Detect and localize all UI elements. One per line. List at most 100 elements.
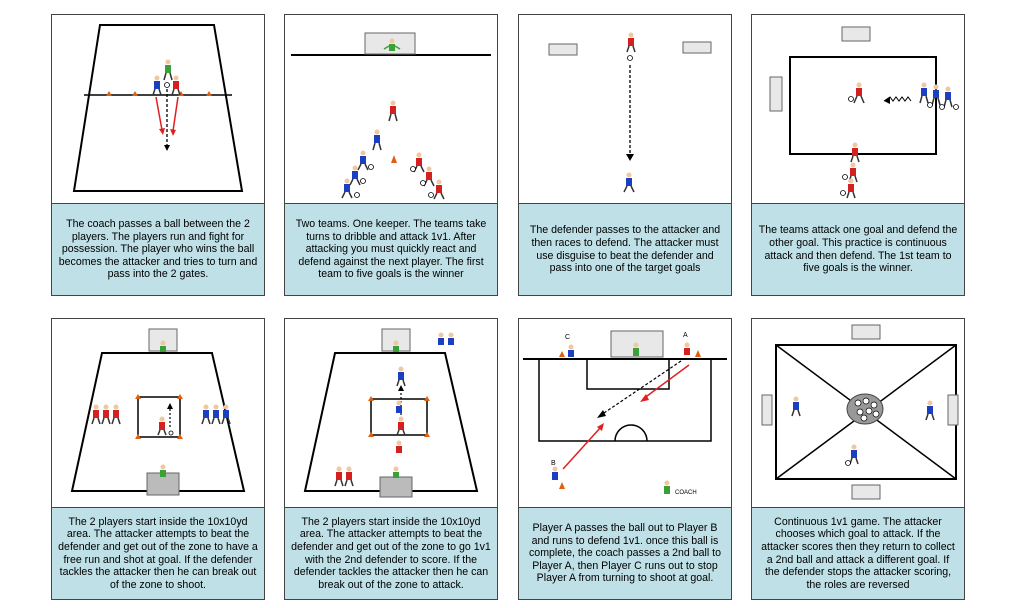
blue-player-bottom: [849, 444, 859, 465]
player-b: [552, 466, 558, 480]
run-arrow-head: [597, 423, 604, 431]
drill-caption-2: Two teams. One keeper. The teams take tu…: [284, 204, 498, 296]
pitch-8-svg: [761, 324, 959, 500]
drill-diagram-3: [518, 14, 732, 204]
drill-diagram-2: [284, 14, 498, 204]
drill-diagram-1: [51, 14, 265, 204]
blue-attacker: [396, 400, 402, 413]
drill-diagram-6: [284, 318, 498, 508]
dribble-arrow-head: [884, 97, 890, 104]
caption-text: Continuous 1v1 game. The attacker choose…: [761, 515, 955, 591]
caption-text: The defender passes to the attacker and …: [529, 224, 721, 275]
goal-left: [761, 394, 773, 426]
player-a: [684, 342, 690, 355]
drill-caption-5: The 2 players start inside the 10x10yd a…: [51, 508, 265, 600]
keeper-bottom: [160, 464, 166, 477]
blue-team-queue: [919, 82, 959, 110]
player-a-label: A: [683, 332, 688, 339]
zone-10x10: [370, 398, 428, 436]
run-arrow-head: [640, 394, 649, 402]
drill-diagram-7: C A B COACH: [518, 318, 732, 508]
run-arrow-b: [562, 426, 602, 470]
caption-text: The 2 players start inside the 10x10yd a…: [58, 515, 258, 591]
player-c-label: C: [565, 334, 570, 341]
red-team-queue: [91, 404, 121, 425]
zone-cones: [368, 396, 430, 437]
pass-arrow-head: [164, 145, 170, 151]
pass-arrow: [600, 360, 682, 416]
pitch-7-svg: C A B COACH: [523, 330, 727, 496]
blue-attacker: [623, 172, 635, 193]
caption-text: The coach passes a ball between the 2 pl…: [58, 218, 258, 281]
red-player: [388, 100, 398, 122]
zone-10x10: [137, 396, 181, 438]
pass-arrow-head: [626, 154, 634, 161]
ball: [848, 96, 854, 102]
cone-c: [559, 351, 565, 357]
blue-team-queue: [201, 404, 231, 425]
pass-arrow-head: [597, 410, 606, 418]
drill-caption-4: The teams attack one goal and defend the…: [751, 204, 965, 296]
run-arrow-a: [642, 364, 690, 400]
attack-arrow-head: [398, 385, 404, 391]
blue-pair-top: [438, 332, 454, 345]
run-arrow-head: [159, 128, 165, 135]
drill-caption-8: Continuous 1v1 game. The attacker choose…: [751, 508, 965, 600]
coach-label: COACH: [675, 490, 697, 496]
player-c: [568, 344, 574, 357]
goal-left: [769, 76, 783, 112]
red-team-queue: [410, 152, 445, 200]
keeper-bottom: [393, 466, 399, 478]
zone-cones: [135, 394, 183, 439]
cone: [391, 155, 397, 163]
red-player: [157, 416, 167, 436]
caption-text: Player A passes the ball out to Player B…: [529, 522, 721, 585]
caption-text: Two teams. One keeper. The teams take tu…: [295, 218, 487, 281]
pitch-6-svg: [303, 328, 479, 498]
pitch-outline: [72, 24, 244, 192]
blue-team-queue: [341, 150, 374, 199]
red-player: [853, 82, 865, 104]
blue-player: [372, 129, 382, 151]
red-player: [171, 75, 181, 96]
drill-caption-3: The defender passes to the attacker and …: [518, 204, 732, 296]
pitch-outline: [70, 352, 246, 492]
keeper-figure: [163, 59, 173, 81]
red-defender: [626, 32, 636, 53]
pitch-outline: [789, 56, 937, 155]
red-team-queue: [334, 466, 354, 487]
penalty-box: [538, 358, 712, 442]
pitch-5-svg: [70, 328, 246, 496]
ball: [845, 460, 851, 466]
red-player-lower: [396, 440, 402, 453]
blue-defender-2: [396, 366, 406, 387]
caption-text: The teams attack one goal and defend the…: [758, 224, 958, 275]
keeper-top: [393, 340, 399, 352]
keeper-figure: [633, 342, 639, 356]
goal-bottom: [851, 484, 881, 500]
ball-pool-balls: [854, 397, 880, 422]
target-goal-left: [548, 43, 578, 56]
goal-top: [851, 324, 881, 340]
drill-caption-7: Player A passes the ball out to Player B…: [518, 508, 732, 600]
run-arrow-head: [170, 129, 176, 136]
cone-a: [695, 350, 701, 357]
drill-diagram-8: [751, 318, 965, 508]
goal-top: [841, 26, 871, 42]
blue-player: [152, 75, 162, 96]
ball: [168, 430, 174, 436]
red-team-queue: [840, 142, 860, 199]
goal-right: [947, 394, 959, 426]
red-defender: [396, 416, 406, 436]
cone-b: [559, 482, 565, 489]
run-arrow-red: [172, 96, 179, 132]
coach-figure: [664, 480, 670, 494]
keeper-top: [160, 340, 166, 352]
pitch-outline: [303, 352, 479, 492]
drill-caption-6: The 2 players start inside the 10x10yd a…: [284, 508, 498, 600]
keeper-figure: [383, 38, 401, 51]
drill-diagram-5: [51, 318, 265, 508]
pitch-1-svg: [72, 24, 244, 192]
pitch-3-svg: [548, 32, 712, 193]
target-goal-right: [682, 41, 712, 54]
